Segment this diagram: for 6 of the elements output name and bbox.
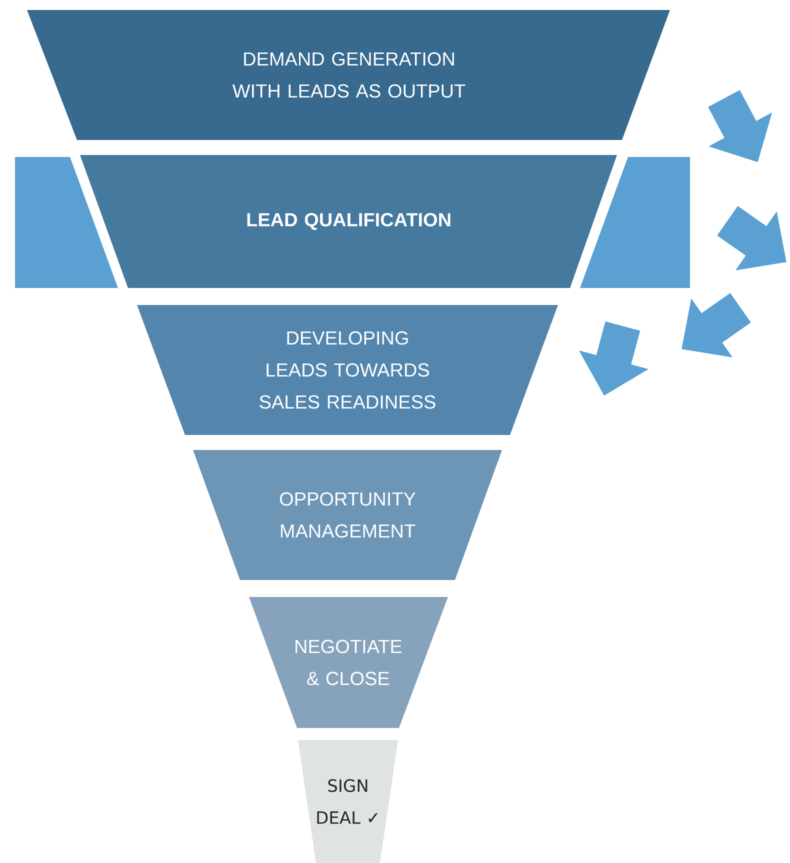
- funnel-segment: NEGOTIATE & CLOSE: [249, 597, 448, 728]
- funnel-segment: SIGN DEAL ✓: [298, 740, 398, 863]
- funnel-segment: DEMAND GENERATION WITH LEADS AS OUTPUT: [27, 10, 670, 140]
- funnel-segment: OPPORTUNITY MANAGEMENT: [193, 450, 502, 580]
- funnel-segment: LEAD QUALIFICATION: [80, 155, 617, 288]
- funnel-segment: DEVELOPING LEADS TOWARDS SALES READINESS: [137, 305, 558, 435]
